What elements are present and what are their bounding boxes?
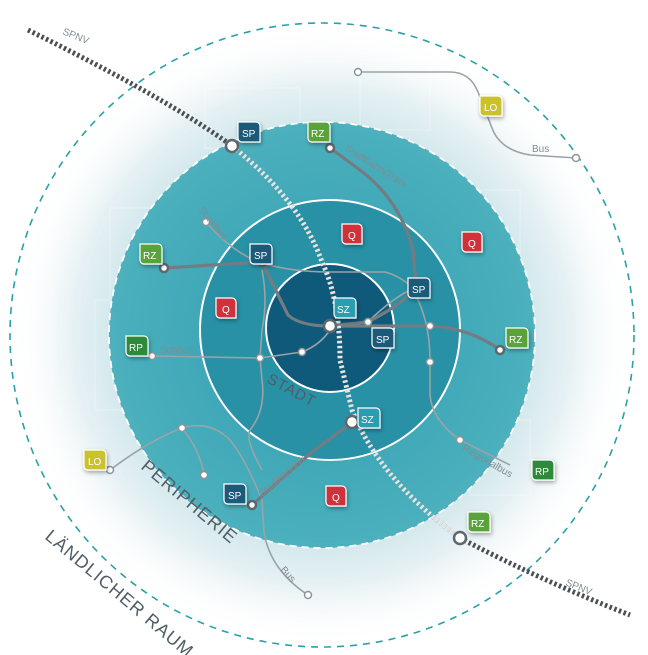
node — [105, 465, 115, 475]
badge-q-mid-top: Q — [341, 223, 363, 245]
route-lines — [99, 71, 577, 596]
hub — [246, 499, 258, 511]
node — [297, 347, 307, 357]
svg-text:Q: Q — [332, 493, 340, 504]
badge-rp-left: RP — [125, 335, 149, 357]
svg-text:RZ: RZ — [143, 251, 156, 262]
stadtbahn-top — [328, 146, 418, 328]
node — [425, 357, 435, 367]
node — [177, 423, 187, 433]
badge-rz-left: RZ — [139, 243, 163, 265]
bus-label-top: Bus — [532, 144, 549, 155]
svg-text:SP: SP — [254, 251, 268, 262]
inner-route-left — [248, 269, 266, 471]
hub — [494, 344, 506, 356]
svg-text:SZ: SZ — [337, 305, 350, 316]
node — [363, 317, 373, 327]
badge-rz-right: RZ — [505, 327, 529, 349]
svg-text:Q: Q — [468, 239, 476, 250]
spnv-railway-inner — [230, 144, 462, 541]
hub — [452, 530, 468, 546]
svg-text:Q: Q — [222, 305, 230, 316]
regionalbus-route — [412, 289, 511, 466]
hub — [324, 142, 336, 154]
node — [201, 217, 211, 227]
hub — [224, 138, 240, 154]
badge-rp-right: RP — [531, 459, 555, 481]
svg-text:LO: LO — [88, 457, 102, 468]
schnellbus-label: Schnell — [160, 345, 193, 356]
svg-text:SP: SP — [228, 491, 242, 502]
svg-text:RP: RP — [129, 343, 143, 354]
route-nodes — [105, 67, 581, 600]
svg-text:RZ: RZ — [509, 335, 522, 346]
badge-sp-bottom: SP — [223, 483, 247, 505]
badge-sz-center: SZ — [333, 297, 357, 319]
hub — [158, 262, 170, 274]
hub — [322, 318, 338, 334]
node — [455, 435, 465, 445]
badge-sp-inner-right: SP — [407, 277, 431, 299]
svg-text:LO: LO — [484, 103, 498, 114]
core-boundary — [265, 263, 395, 393]
svg-text:RP: RP — [535, 467, 549, 478]
svg-text:RZ: RZ — [311, 129, 324, 140]
svg-text:SP: SP — [242, 129, 256, 140]
svg-text:SZ: SZ — [361, 415, 374, 426]
svg-text:Q: Q — [348, 231, 356, 242]
badge-lo-top: LO — [479, 95, 503, 117]
node — [571, 153, 581, 163]
badge-sp-top: SP — [237, 121, 261, 143]
svg-text:SP: SP — [412, 285, 426, 296]
peripherie-boundary — [108, 121, 536, 549]
badge-q-bottom: Q — [325, 485, 347, 507]
badge-sz-lower: SZ — [357, 407, 381, 429]
badge-sp-center: SP — [371, 327, 395, 349]
node — [147, 351, 157, 361]
stadtbus-route — [205, 221, 414, 289]
badge-sp-inner-left: SP — [249, 243, 273, 265]
svg-text:RZ: RZ — [471, 519, 484, 530]
badge-q-right-top: Q — [461, 231, 483, 253]
node — [353, 67, 363, 77]
badge-lo-left: LO — [83, 449, 107, 471]
hub — [344, 414, 360, 430]
node — [425, 321, 435, 331]
stadtbahn-left — [162, 260, 332, 328]
laendlicher-raum-boundary — [9, 22, 635, 648]
node — [199, 470, 209, 480]
badge-rz-top: RZ — [307, 121, 331, 143]
svg-text:SP: SP — [376, 335, 390, 346]
badge-q-left: Q — [215, 297, 237, 319]
bus-spur — [181, 427, 205, 476]
badges: SP RZ LO RZ SP Q Q — [83, 95, 555, 533]
node — [255, 353, 265, 363]
node — [303, 590, 313, 600]
spnv-label-top: SPNV — [61, 27, 91, 48]
bus-route-bottom — [99, 424, 309, 596]
badge-rz-bottom: RZ — [467, 511, 491, 533]
